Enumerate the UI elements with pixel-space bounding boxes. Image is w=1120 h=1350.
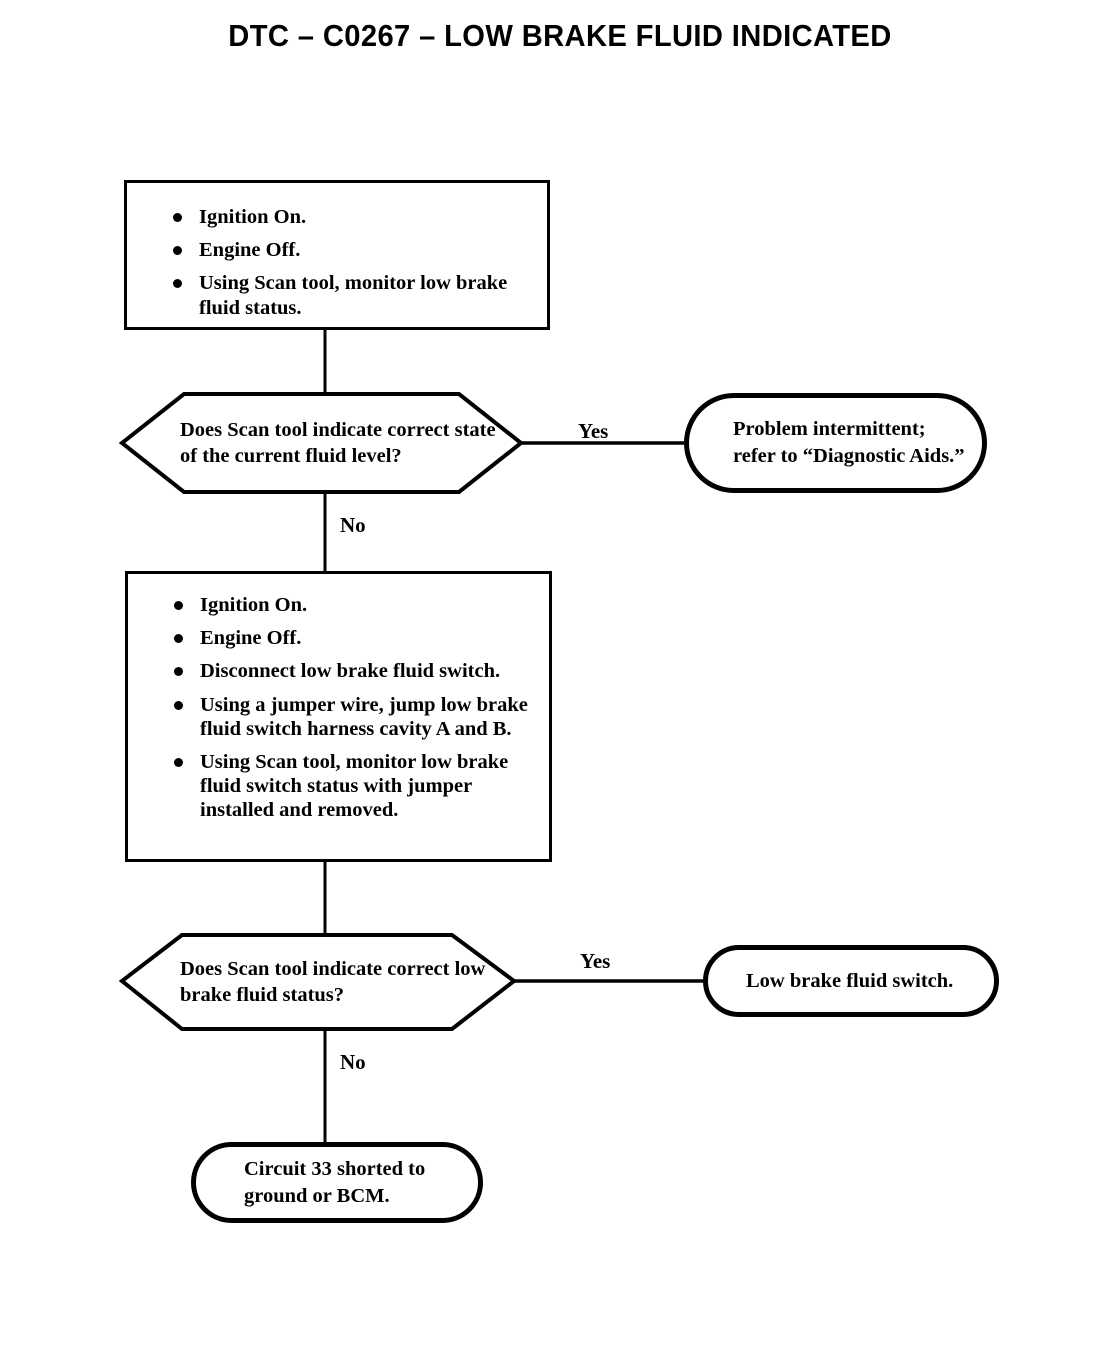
terminator-circuit-33-shorted: Circuit 33 shorted to ground or BCM. <box>191 1142 483 1223</box>
list-item: Engine Off. <box>169 238 533 262</box>
decision-label: Does Scan tool indicate correct state of… <box>180 418 496 467</box>
list-item: Ignition On. <box>170 593 535 617</box>
terminator-label: Low brake fluid switch. <box>746 969 954 992</box>
list-item: Using Scan tool, monitor low brake fluid… <box>169 271 533 319</box>
list-item: Using a jumper wire, jump low brake flui… <box>170 693 535 741</box>
terminator-problem-intermittent-diagnostic-aids: Problem intermittent; refer to “Diagnost… <box>684 393 987 493</box>
edge-label-no-decision1: No <box>340 513 366 537</box>
edge-label-yes-decision2: Yes <box>580 949 611 973</box>
process-box-ignition-monitor-fluid-status: Ignition On. Engine Off. Using Scan tool… <box>124 180 550 330</box>
list-item: Engine Off. <box>170 626 535 650</box>
terminator-low-brake-fluid-switch: Low brake fluid switch. <box>703 945 999 1017</box>
decision-scan-tool-correct-low-brake-fluid-status: Does Scan tool indicate correct low brak… <box>118 932 518 1032</box>
list-item: Disconnect low brake fluid switch. <box>170 659 535 683</box>
list-item: Using Scan tool, monitor low brake fluid… <box>170 750 535 823</box>
edge-label-yes-decision1: Yes <box>578 419 609 443</box>
bullet-list: Ignition On. Engine Off. Using Scan tool… <box>169 205 533 320</box>
process-box-jumper-switch-test: Ignition On. Engine Off. Disconnect low … <box>125 571 552 862</box>
hexagon-shape <box>118 933 518 1031</box>
page-title: DTC – C0267 – LOW BRAKE FLUID INDICATED <box>228 18 892 53</box>
edge-label-no-decision2: No <box>340 1050 366 1074</box>
decision-label: Does Scan tool indicate correct low brak… <box>180 957 486 1006</box>
bullet-list: Ignition On. Engine Off. Disconnect low … <box>170 593 535 823</box>
decision-scan-tool-correct-fluid-level: Does Scan tool indicate correct state of… <box>118 391 525 495</box>
terminator-label: Problem intermittent; refer to “Diagnost… <box>733 418 965 467</box>
terminator-label: Circuit 33 shorted to ground or BCM. <box>244 1157 426 1207</box>
list-item: Ignition On. <box>169 205 533 229</box>
hexagon-shape <box>118 392 525 494</box>
